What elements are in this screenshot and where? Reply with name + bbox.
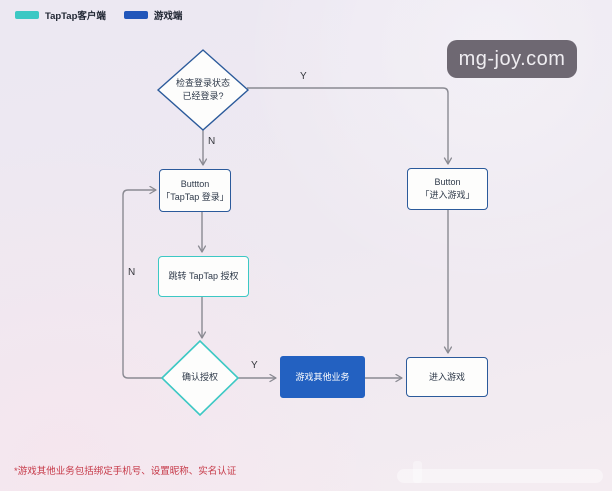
- watermark-text: mg-joy.com: [458, 47, 566, 70]
- edge-label-confirm-yes: Y: [251, 360, 258, 371]
- check-login-line2: 已经登录?: [182, 91, 224, 101]
- watermark-badge: mg-joy.com: [447, 40, 577, 78]
- enter-game-button-line1: Button: [434, 177, 461, 187]
- legend-item-game-side: 游戏端: [123, 8, 183, 22]
- confirm-auth-diamond-shape: [160, 339, 240, 417]
- legend-label: TapTap客户端: [45, 11, 106, 22]
- taptap-client-swatch: [15, 11, 39, 19]
- footnote-text: *游戏其他业务包括绑定手机号、设置昵称、实名认证: [14, 466, 237, 477]
- legend-item-taptap-client: TapTap客户端: [15, 8, 106, 22]
- background-artifact: [397, 469, 603, 483]
- edge-confirm-loop-to-loginbutton: [122, 190, 162, 379]
- node-enter-game: 进入游戏: [406, 357, 488, 397]
- confirm-auth-label: 确认授权: [181, 372, 218, 382]
- confirm-auth-diamond-label: 确认授权: [162, 371, 238, 384]
- legend-label: 游戏端: [153, 11, 183, 22]
- redirect-auth-label: 跳转 TapTap 授权: [168, 271, 239, 281]
- taptap-login-line1: Buttton: [180, 178, 210, 189]
- edge-checklogin-to-enterbutton: [247, 87, 448, 164]
- enter-game-label: 进入游戏: [428, 371, 465, 382]
- taptap-login-line2: 「TapTap 登录」: [161, 191, 229, 202]
- background-artifact: [413, 461, 422, 483]
- edge-label-top-yes: Y: [300, 71, 307, 82]
- node-enter-game-button: Button 「进入游戏」: [407, 168, 488, 210]
- check-login-diamond-shape: [156, 49, 250, 131]
- legend: TapTap客户端 游戏端: [15, 8, 182, 22]
- enter-game-button-line2: 「进入游戏」: [420, 190, 475, 200]
- check-login-diamond-label: 检查登录状态 已经登录?: [156, 77, 250, 103]
- node-game-other-business: 游戏其他业务: [280, 356, 365, 398]
- node-taptap-login-button: Buttton 「TapTap 登录」: [159, 169, 231, 212]
- edge-label-top-no: N: [208, 136, 216, 147]
- edge-label-loop-no: N: [128, 267, 136, 278]
- node-redirect-taptap-auth: 跳转 TapTap 授权: [158, 256, 249, 297]
- check-login-line1: 检查登录状态: [175, 78, 230, 88]
- game-other-business-label: 游戏其他业务: [295, 371, 350, 382]
- game-side-swatch: [123, 11, 148, 19]
